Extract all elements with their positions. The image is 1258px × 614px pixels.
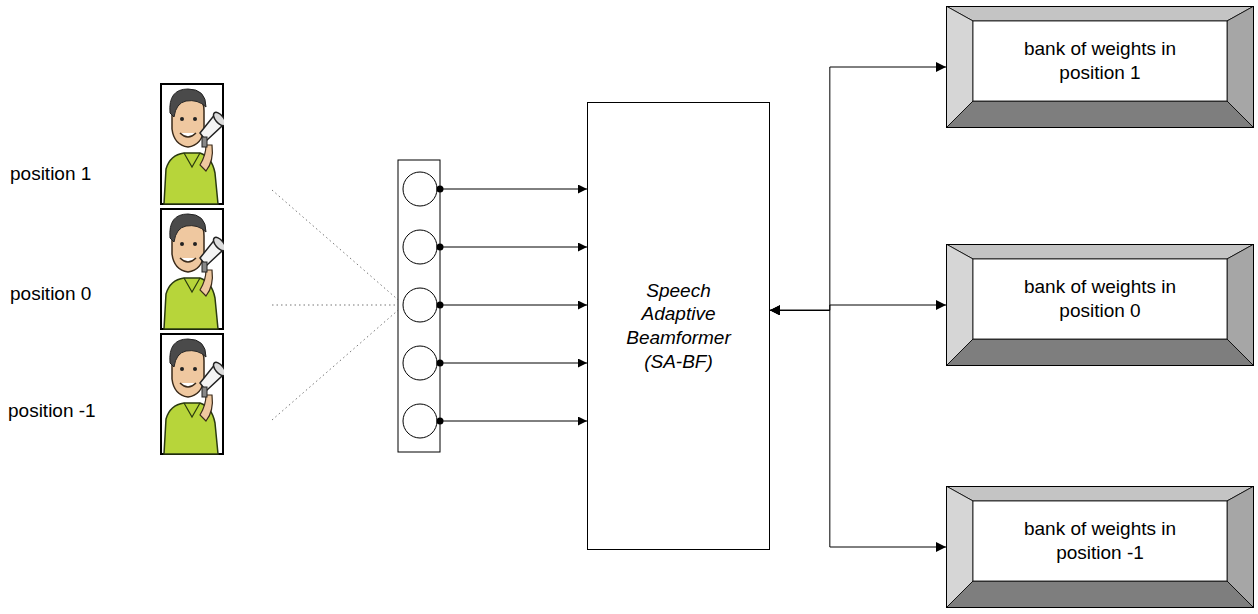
- node-text: Speech Adaptive Beamformer (SA-BF): [618, 279, 740, 374]
- node-text: bank of weights in position -1: [1020, 517, 1180, 565]
- node-text: bank of weights in position 0: [1020, 275, 1180, 323]
- connector: [770, 305, 946, 310]
- connector: [770, 310, 946, 547]
- weight-bank-box: bank of weights in position 1: [946, 6, 1254, 128]
- position-label: position 0: [10, 283, 91, 305]
- connector: [770, 67, 946, 310]
- beamformer-box: Speech Adaptive Beamformer (SA-BF): [587, 102, 770, 550]
- speaker-figure: [161, 209, 228, 329]
- weight-bank-box: bank of weights in position -1: [946, 486, 1254, 608]
- position-label: position 1: [10, 163, 91, 185]
- node-text: bank of weights in position 1: [1020, 37, 1180, 85]
- weight-bank-box: bank of weights in position 0: [946, 244, 1254, 366]
- direction-lines: [272, 190, 404, 420]
- position-label: position -1: [8, 400, 96, 422]
- microphone-array: [398, 160, 587, 452]
- speaker-figure: [161, 84, 228, 204]
- speaker-figure: [161, 334, 228, 454]
